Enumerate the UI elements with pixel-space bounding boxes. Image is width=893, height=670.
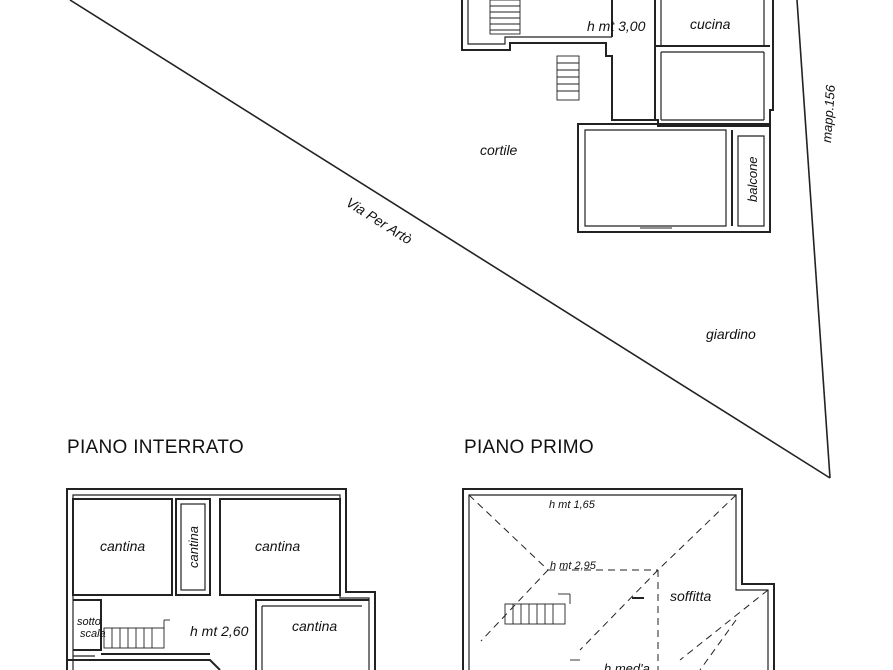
first-floor-height-high-label: h mt 2,95 — [550, 560, 597, 572]
garden-label: giardino — [706, 326, 756, 342]
first-floor-stairs — [504, 593, 571, 625]
under-stairs-label-line1: sotto — [77, 616, 101, 628]
site-boundary — [69, 0, 831, 479]
cellar-label-2: cantina — [186, 526, 201, 568]
kitchen-label: cucina — [690, 16, 731, 32]
ground-floor-plan — [461, 0, 774, 233]
first-floor-height-mid-label: h med'a — [604, 661, 650, 670]
courtyard-label: cortile — [480, 142, 518, 158]
basement-height-label: h mt 2,60 — [190, 623, 249, 639]
stairs-exterior — [556, 55, 580, 101]
basement-plan — [66, 488, 376, 670]
ground-floor-height-label: h mt 3,00 — [587, 18, 646, 34]
basement-stairs — [103, 619, 170, 649]
cellar-label-1: cantina — [100, 538, 145, 554]
first-floor-plan — [462, 488, 775, 670]
attic-label: soffitta — [670, 588, 711, 604]
street-line — [69, 0, 831, 479]
cellar-label-3: cantina — [255, 538, 300, 554]
first-floor-height-low-label: h mt 1,65 — [549, 499, 596, 511]
parcel-label: mapp.156 — [819, 84, 838, 143]
under-stairs-label-line2: scala — [80, 628, 106, 640]
cellar-label-4: cantina — [292, 618, 337, 634]
first-floor-title: PIANO PRIMO — [464, 437, 594, 458]
street-label: Via Per Artò — [343, 194, 415, 247]
stairs-upper — [489, 0, 521, 35]
basement-title: PIANO INTERRATO — [67, 437, 244, 458]
balcony-label: balcone — [745, 156, 760, 202]
parcel-boundary-line — [796, 0, 831, 479]
